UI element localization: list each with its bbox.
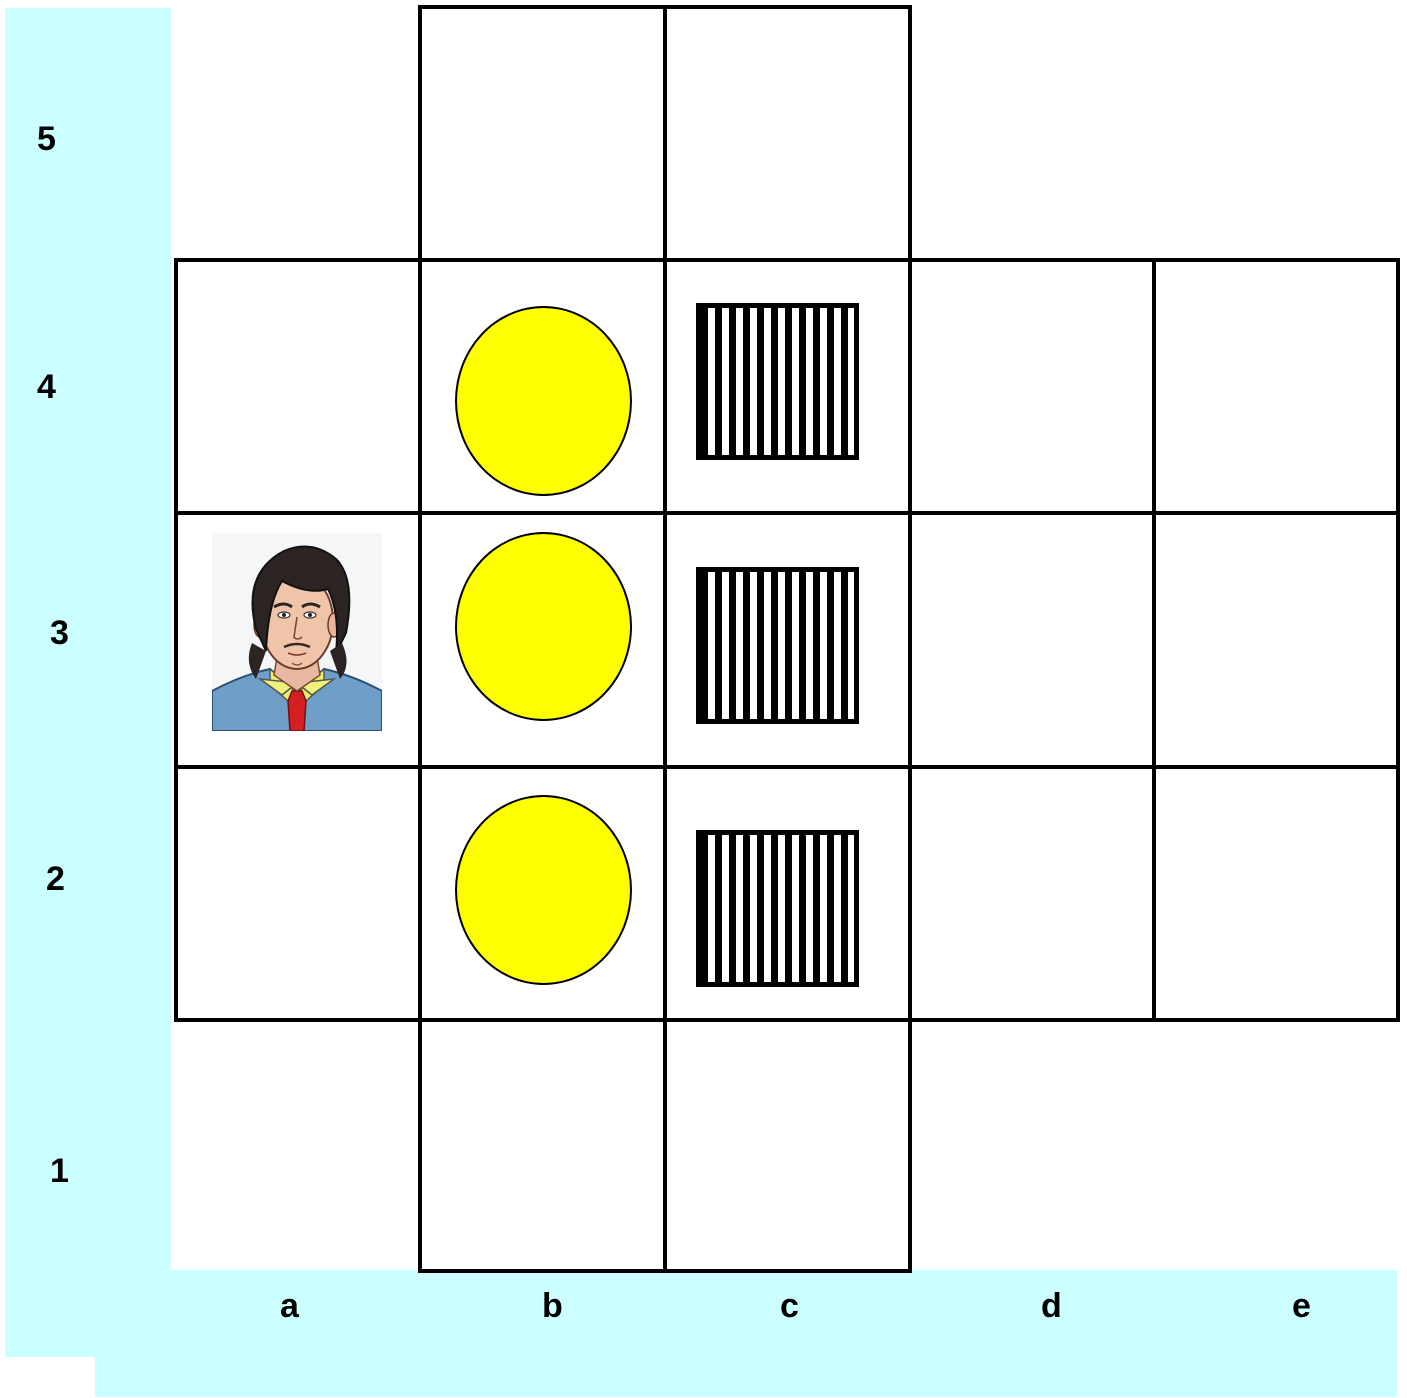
cell-b1[interactable] — [418, 1018, 667, 1273]
checkered-block[interactable] — [696, 567, 859, 724]
cell-b5[interactable] — [418, 5, 667, 262]
cell-e4[interactable] — [1152, 258, 1400, 515]
row-label-5: 5 — [37, 122, 56, 156]
yellow-coin[interactable] — [455, 306, 632, 496]
column-label-b: b — [542, 1289, 563, 1323]
row-label-3: 3 — [50, 616, 69, 650]
cell-c1[interactable] — [663, 1018, 912, 1273]
row-label-4: 4 — [37, 370, 56, 404]
column-label-d: d — [1041, 1289, 1062, 1323]
column-label-c: c — [780, 1289, 799, 1323]
cell-d2[interactable] — [908, 765, 1156, 1022]
cell-e2[interactable] — [1152, 765, 1400, 1022]
column-label-a: a — [280, 1289, 299, 1323]
row-label-band — [5, 8, 171, 1357]
row-label-2: 2 — [46, 862, 65, 896]
cell-c5[interactable] — [663, 5, 912, 262]
cell-d3[interactable] — [908, 511, 1156, 769]
man-portrait-icon — [212, 533, 382, 731]
column-label-e: e — [1292, 1289, 1311, 1323]
yellow-coin[interactable] — [455, 795, 632, 985]
cell-d4[interactable] — [908, 258, 1156, 515]
cell-a2[interactable] — [174, 765, 422, 1022]
man-portrait[interactable] — [212, 533, 382, 731]
row-label-1: 1 — [50, 1154, 69, 1188]
checkered-block[interactable] — [696, 830, 859, 987]
cell-a4[interactable] — [174, 258, 422, 515]
checkered-block[interactable] — [696, 303, 859, 460]
yellow-coin[interactable] — [455, 532, 632, 721]
cell-e3[interactable] — [1152, 511, 1400, 769]
